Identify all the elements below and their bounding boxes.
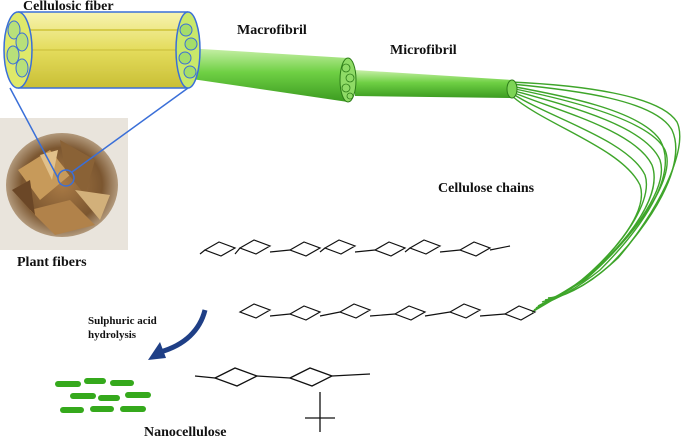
- nanocellulose-crystals: [55, 378, 151, 413]
- label-microfibril: Microfibril: [390, 43, 457, 58]
- label-macrofibril: Macrofibril: [237, 23, 307, 38]
- label-hydrolysis-line1: Sulphuric acid: [88, 315, 157, 327]
- zoom-lines: [9, 87, 189, 187]
- label-cellulose-chains: Cellulose chains: [438, 181, 535, 196]
- microfibril-strands: [509, 81, 681, 313]
- cellulose-chain-row-1: [199, 239, 511, 257]
- cellulose-chain-row-2: [238, 303, 537, 321]
- macrofibril-cylinder: [185, 48, 357, 103]
- cellulosic-fiber-cylinder: [3, 11, 201, 89]
- nanocellulose-sulfate-molecule: [194, 367, 371, 432]
- plant-fibers-photo: [0, 118, 128, 250]
- label-nanocellulose: Nanocellulose: [144, 425, 227, 440]
- label-plant-fibers: Plant fibers: [17, 255, 87, 270]
- curved-down-arrow-icon: [148, 309, 208, 360]
- label-cellulosic-fiber: Cellulosic fiber: [23, 0, 114, 14]
- microfibril-cylinder: [355, 70, 518, 99]
- label-hydrolysis-line2: hydrolysis: [88, 329, 137, 341]
